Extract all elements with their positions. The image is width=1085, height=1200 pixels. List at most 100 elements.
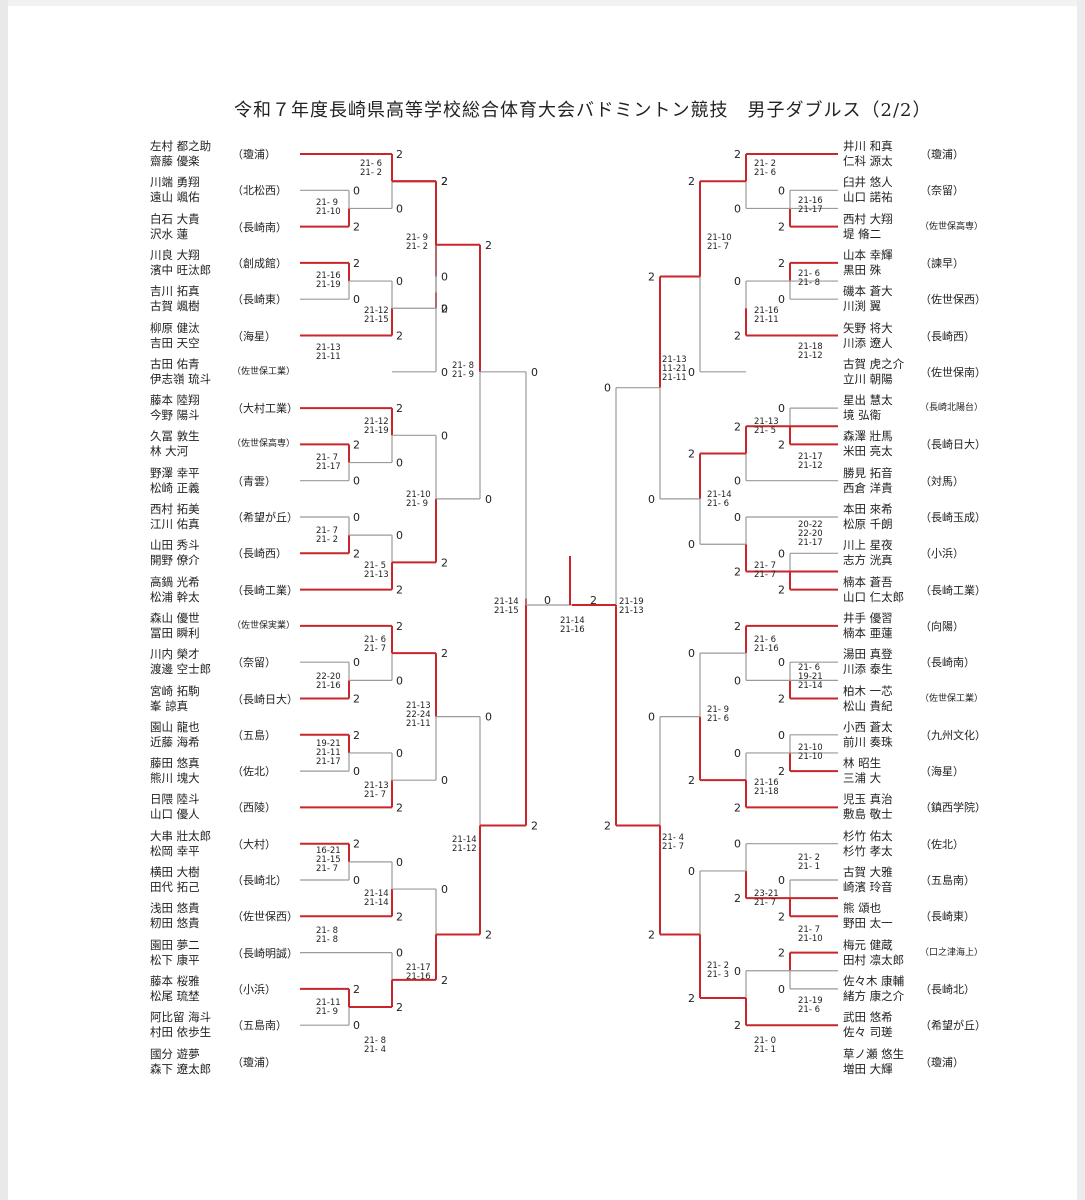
score-text: 2: [778, 910, 785, 923]
player-name: 西村 拓美: [150, 502, 200, 516]
player-name: 籾田 悠貴: [150, 916, 200, 931]
score-text: 21- 1: [798, 862, 820, 872]
player-name: 古賀 颯樹: [150, 299, 200, 314]
right-entry: 湯田 真登川添 泰生: [843, 647, 893, 677]
score-text: 21-12: [452, 844, 477, 854]
right-entry: 柏木 一芯松山 貴紀: [843, 684, 893, 714]
player-name: 崎濱 玲音: [843, 880, 893, 894]
school-name: （長崎工業）: [232, 583, 298, 597]
score-text: 19-21: [798, 672, 823, 682]
left-entry: 高鍋 光希松浦 幹太: [150, 575, 200, 605]
left-entry: 山田 秀斗開野 僚介: [150, 538, 200, 568]
left-entry: 白石 大貴沢水 蓮: [150, 212, 200, 242]
left-entry: 藤本 桜雅松尾 琉埜: [150, 974, 200, 1004]
score-text: 2: [734, 620, 741, 633]
player-name: 白石 大貴: [150, 211, 200, 226]
score-text: 0: [734, 838, 741, 851]
score-text: 21- 1: [754, 1045, 776, 1055]
score-text: 21-16: [754, 644, 779, 654]
score-text: 2: [734, 565, 741, 578]
player-name: 森澤 壯馬: [843, 429, 893, 444]
left-entry: 古田 佑青伊志嶺 琉斗: [150, 357, 211, 387]
page-edge-right: [1077, 0, 1085, 1200]
left-entry: 川端 勇翔遠山 颯佑: [150, 175, 200, 205]
score-text: 2: [734, 892, 741, 905]
score-text: 21-14: [452, 835, 477, 845]
player-name: 立川 朝陽: [843, 371, 893, 386]
score-text: 2: [734, 148, 741, 161]
score-text: 21- 4: [364, 1045, 386, 1055]
score-text: 2: [396, 1001, 403, 1014]
score-text: 0: [734, 202, 741, 215]
score-text: 2: [734, 330, 741, 343]
score-text: 2: [688, 992, 695, 1005]
score-text: 21-19: [619, 597, 644, 607]
player-name: 西倉 洋貴: [843, 480, 893, 495]
score-text: 0: [396, 856, 403, 869]
score-text: 11-21: [662, 364, 687, 374]
score-text: 21-16: [754, 778, 779, 788]
score-text: 21- 6: [754, 635, 776, 645]
left-entry: 藤本 陸翔今野 陽斗: [150, 393, 200, 423]
score-text: 21- 8: [364, 1036, 386, 1046]
score-text: 2: [604, 820, 611, 833]
score-text: 21-12: [798, 461, 823, 471]
score-text: 21- 6: [364, 635, 386, 645]
player-name: 米田 亮太: [843, 444, 893, 459]
player-name: 高鍋 光希: [150, 574, 200, 589]
score-text: 0: [734, 674, 741, 687]
score-text: 21-16: [754, 306, 779, 316]
school-name: （長崎北陽台）: [920, 403, 984, 414]
right-entry: 本田 來希松原 千朗: [843, 502, 893, 532]
right-entry: 児玉 真治敷島 敬士: [843, 792, 893, 822]
player-name: 日隈 陸斗: [150, 792, 200, 807]
score-text: 21- 6: [798, 269, 820, 279]
score-text: 21- 8: [798, 278, 820, 288]
score-text: 0: [544, 594, 551, 607]
score-text: 21-14: [364, 889, 389, 899]
score-text: 21- 9: [406, 499, 428, 509]
score-text: 2: [688, 774, 695, 787]
score-text: 21-16: [560, 625, 585, 635]
left-entry: 宮崎 拓駒峯 諒真: [150, 684, 200, 714]
page-edge-left: [0, 0, 8, 1200]
left-entry: 藤田 悠真熊川 塊大: [150, 756, 200, 786]
score-text: 21- 2: [754, 159, 776, 169]
score-text: 2: [396, 801, 403, 814]
player-name: 吉川 拓真: [150, 284, 200, 299]
player-name: 田村 凛太郎: [843, 952, 905, 967]
player-name: 松岡 幸平: [150, 843, 200, 858]
right-entry: 武田 悠希佐々 司瑳: [843, 1010, 893, 1040]
score-text: 0: [396, 947, 403, 960]
score-text: 0: [441, 774, 448, 787]
score-text: 0: [648, 493, 655, 506]
school-name: （海星）: [920, 765, 964, 779]
player-name: 藤本 桜雅: [150, 973, 200, 988]
score-text: 0: [396, 674, 403, 687]
score-text: 21- 7: [798, 925, 820, 935]
score-text: 21-11: [316, 352, 341, 362]
score-text: 2: [688, 175, 695, 188]
right-entry: 草ノ瀬 悠生増田 大輝: [843, 1047, 904, 1077]
score-text: 21-11: [406, 719, 431, 729]
school-name: （長崎明誠）: [232, 946, 298, 960]
score-text: 0: [441, 366, 448, 379]
right-entry: 小西 蒼太前川 奏珠: [843, 720, 893, 750]
score-text: 21-19: [798, 996, 823, 1006]
left-entry: 野澤 幸平松崎 正義: [150, 466, 200, 496]
left-entry: 川良 大翔濱中 旺汰郎: [150, 248, 211, 278]
school-name: （対馬）: [920, 474, 964, 488]
player-name: 井手 優習: [843, 610, 893, 625]
player-name: 湯田 真登: [843, 647, 893, 662]
score-text: 0: [353, 511, 360, 524]
score-text: 21-11: [754, 315, 779, 325]
score-text: 21-13: [364, 781, 389, 791]
player-name: 志方 洸真: [843, 553, 893, 568]
score-text: 0: [353, 765, 360, 778]
score-text: 22-20: [798, 529, 823, 539]
player-name: 武田 悠希: [843, 1010, 893, 1025]
school-name: （希望が丘）: [232, 511, 298, 524]
school-name: （長崎東）: [920, 910, 975, 924]
score-text: 2: [688, 447, 695, 460]
score-text: 21-17: [798, 205, 823, 215]
